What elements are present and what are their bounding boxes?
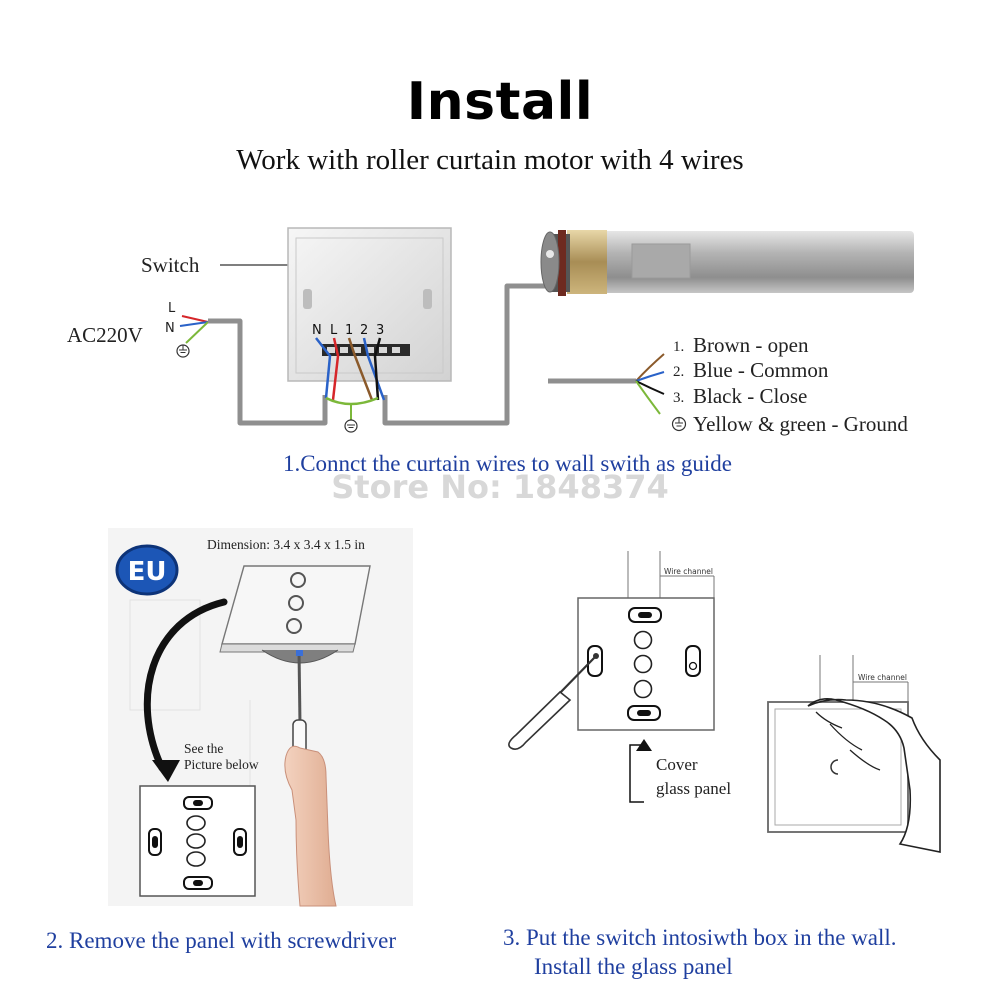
svg-text:EU: EU bbox=[128, 557, 167, 587]
roller-motor bbox=[540, 230, 914, 296]
page-title: Install bbox=[406, 72, 594, 132]
legend-blue: Blue - Common bbox=[693, 358, 829, 382]
ground-symbol-icon bbox=[176, 344, 190, 358]
wall-box-switch bbox=[577, 597, 715, 731]
legend-ground-icon bbox=[671, 416, 687, 432]
page-subtitle: Work with roller curtain motor with 4 wi… bbox=[236, 144, 744, 176]
switch-front-drawing bbox=[139, 785, 256, 897]
up-arrow-icon bbox=[629, 739, 652, 803]
eu-badge: EU bbox=[115, 544, 179, 596]
terminal-label-3: 3 bbox=[376, 323, 384, 338]
hand-icon-2 bbox=[807, 698, 941, 853]
legend-brown: Brown - open bbox=[693, 333, 809, 357]
step3-caption-line2: Install the glass panel bbox=[534, 954, 733, 979]
see-picture-note-line2: Picture below bbox=[184, 757, 259, 772]
ac-power-label: AC220V bbox=[67, 323, 143, 347]
glass-panel bbox=[767, 701, 909, 833]
legend-black: Black - Close bbox=[693, 384, 807, 408]
install-glass-illustration: Wire channel Cover glass panel bbox=[508, 551, 941, 853]
switch-back-plate bbox=[287, 227, 452, 382]
hand-icon bbox=[284, 745, 337, 907]
terminal-label-1: 1 bbox=[345, 323, 353, 338]
legend-number-2: 2. bbox=[673, 364, 684, 380]
wire-channel-label-2: Wire channel bbox=[858, 673, 907, 682]
see-picture-note-line1: See the bbox=[184, 741, 223, 756]
store-watermark: Store No: 1848374 bbox=[331, 468, 669, 506]
terminal-label-l: L bbox=[330, 323, 338, 338]
cover-text-line2: glass panel bbox=[656, 779, 731, 798]
wire-channel-label: Wire channel bbox=[664, 567, 713, 576]
step1-caption: 1.Connct the curtain wires to wall swith… bbox=[282, 451, 733, 476]
line-terminal-label: L bbox=[168, 301, 176, 316]
step3-caption-line1: 3. Put the switch intosiwth box in the w… bbox=[503, 925, 897, 950]
legend-number-1: 1. bbox=[673, 339, 684, 355]
neutral-terminal-label: N bbox=[165, 321, 175, 336]
screwdriver-icon-2 bbox=[508, 653, 599, 750]
curved-arrow-icon bbox=[143, 598, 228, 782]
wiring-diagram: Switch AC220V L N bbox=[67, 227, 914, 436]
terminal-label-2: 2 bbox=[360, 323, 368, 338]
step2-caption: 2. Remove the panel with screwdriver bbox=[46, 928, 396, 953]
terminal-label-n: N bbox=[312, 323, 322, 338]
eu-switch-panel bbox=[219, 565, 371, 664]
legend-number-3: 3. bbox=[673, 390, 684, 406]
dimension-text: Dimension: 3.4 x 3.4 x 1.5 in bbox=[207, 537, 365, 552]
legend-ground: Yellow & green - Ground bbox=[693, 412, 908, 436]
cover-text-line1: Cover bbox=[656, 755, 698, 774]
switch-label: Switch bbox=[141, 253, 200, 277]
remove-panel-illustration: EU Dimension: 3.4 x 3.4 x 1.5 in See the bbox=[108, 528, 413, 907]
switch-ground-icon bbox=[344, 419, 358, 433]
